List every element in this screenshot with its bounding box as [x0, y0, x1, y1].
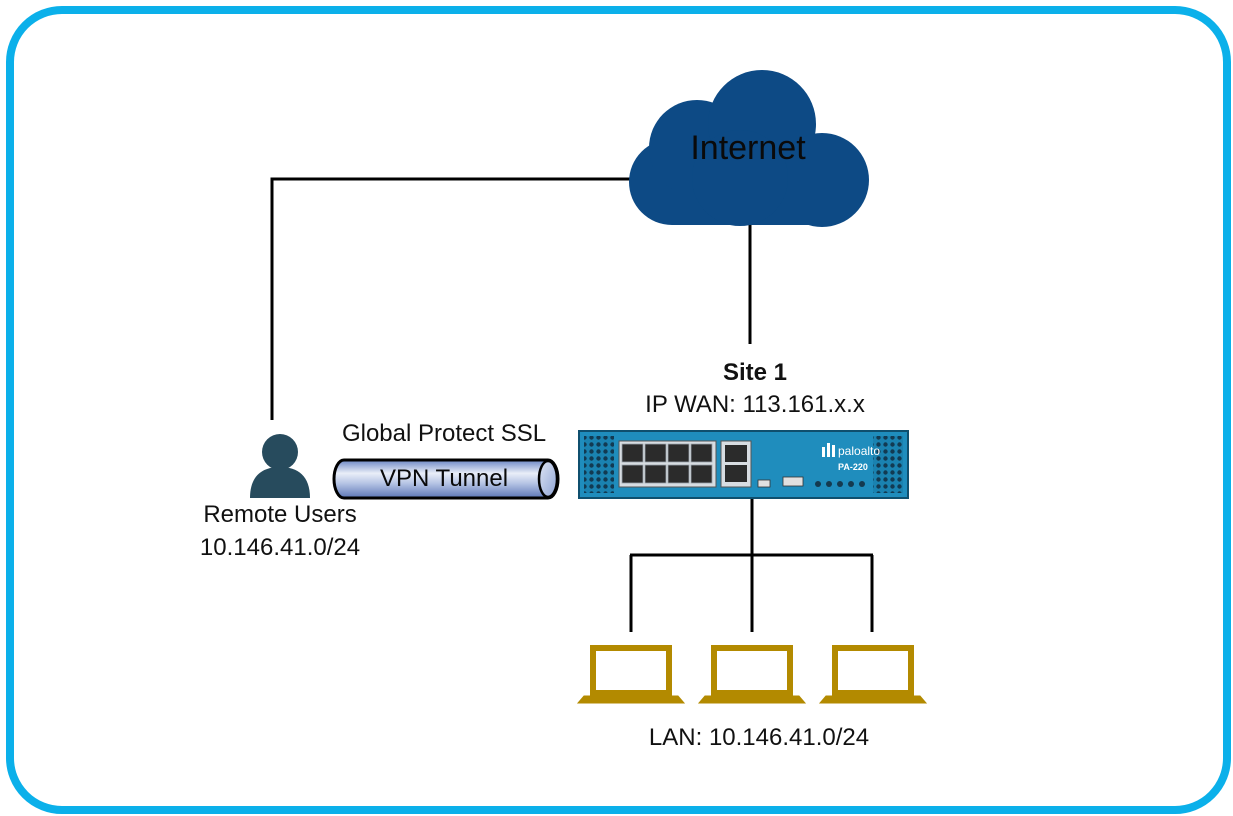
connection-lines — [270, 177, 874, 632]
cloud-icon — [629, 70, 869, 227]
vpn-tunnel-icon — [332, 458, 560, 500]
internet-label: Internet — [690, 129, 806, 167]
site-title: Site 1 — [722, 359, 788, 386]
lan-label: LAN: 10.146.41.0/24 — [648, 724, 870, 751]
device-model: PA-220 — [838, 462, 868, 472]
user-icon — [250, 434, 310, 498]
site-ip-wan: IP WAN: 113.161.x.x — [645, 391, 865, 418]
tunnel-label: VPN Tunnel — [379, 465, 509, 492]
remote-users-label: Remote Users — [203, 501, 357, 528]
remote-to-internet-line — [270, 177, 640, 420]
laptop-icon — [576, 645, 686, 704]
diagram-frame — [6, 6, 1231, 814]
device-brand: paloalto — [838, 444, 880, 458]
tunnel-caption: Global Protect SSL — [341, 420, 547, 447]
remote-users-subnet: 10.146.41.0/24 — [199, 534, 361, 561]
paloalto-firewall-icon: paloalto PA-220 — [578, 430, 909, 499]
laptop-icon — [697, 645, 807, 704]
laptop-icon — [818, 645, 928, 704]
